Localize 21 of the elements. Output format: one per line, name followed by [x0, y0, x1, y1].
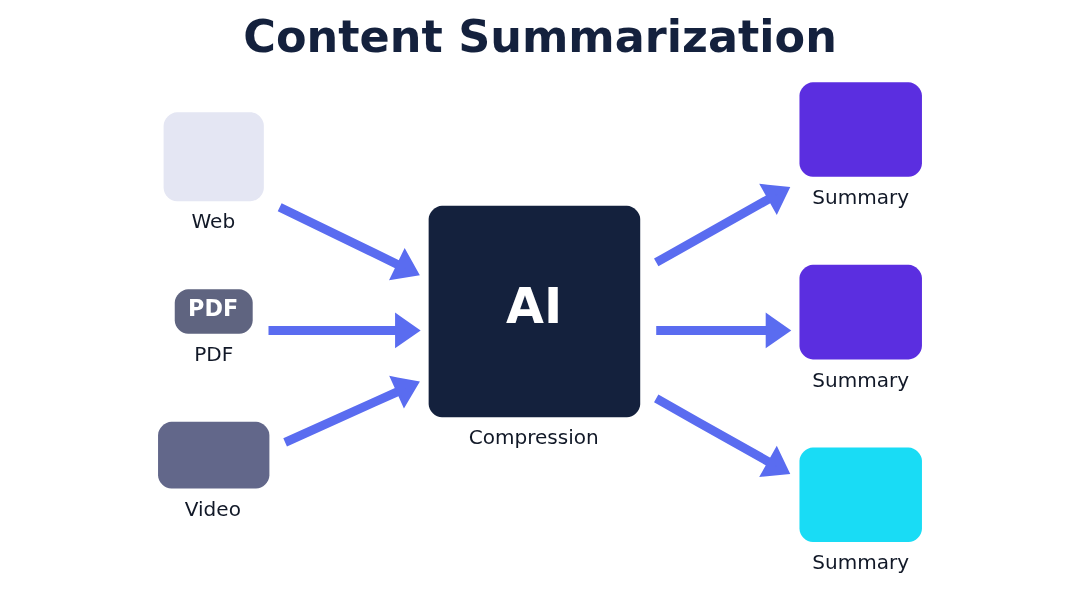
node-box: [799, 264, 922, 360]
arrow: [277, 203, 420, 281]
node-label: Compression: [468, 425, 599, 450]
node-box: [799, 82, 922, 177]
node-box: [158, 421, 270, 489]
node-label: Summary: [812, 550, 910, 575]
arrow: [283, 375, 420, 447]
node-box: AI: [428, 205, 641, 418]
diagram-title: Content Summarization: [243, 10, 837, 63]
node-label: Video: [184, 496, 241, 521]
arrow: [654, 183, 791, 267]
node-box: [163, 112, 264, 202]
arrow: [268, 312, 421, 349]
arrow: [654, 394, 791, 478]
node-label: Summary: [812, 184, 910, 209]
arrow: [656, 312, 792, 349]
node-box: PDF: [174, 289, 253, 334]
node-label: Web: [191, 209, 236, 234]
node-label: Summary: [812, 367, 910, 392]
node-label: PDF: [194, 341, 234, 366]
node-box: [799, 447, 922, 543]
